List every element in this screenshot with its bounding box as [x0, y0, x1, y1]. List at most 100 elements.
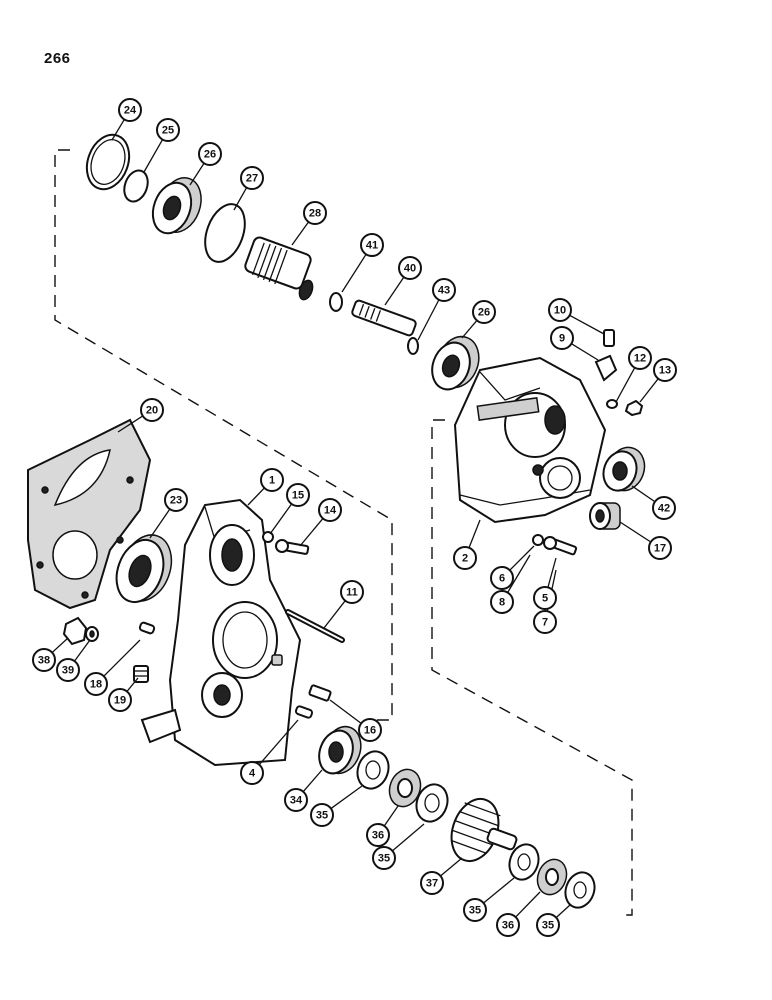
elbow-fitting-9 [594, 354, 618, 382]
callout-number: 7 [542, 617, 548, 629]
callout-36: 36 [496, 913, 520, 937]
callout-number: 25 [162, 125, 174, 137]
thrust-washer-35-c [508, 843, 540, 881]
leader-line-8 [507, 554, 531, 593]
leader-line-40 [384, 276, 405, 306]
housing-1 [140, 498, 302, 767]
callout-40: 40 [398, 256, 422, 280]
callout-circle [56, 658, 80, 682]
leader-line-41 [341, 253, 367, 293]
callout-2: 2 [453, 546, 477, 570]
leader-line-5 [547, 557, 557, 588]
callout-number: 36 [502, 920, 514, 932]
callout-13: 13 [653, 358, 677, 382]
leader-line-26 [189, 162, 205, 186]
washer-6-8 [532, 534, 544, 546]
washer-12 [606, 399, 618, 409]
callout-number: 35 [542, 920, 554, 932]
leader-line-16 [329, 699, 362, 724]
callout-37: 37 [420, 871, 444, 895]
callout-25: 25 [156, 118, 180, 142]
callout-14: 14 [318, 498, 342, 522]
leader-line-34 [302, 769, 323, 793]
callout-circle [240, 166, 264, 190]
callout-number: 27 [246, 173, 258, 185]
callout-number: 42 [658, 503, 670, 515]
o-ring-41 [329, 292, 343, 312]
callout-number: 13 [659, 365, 671, 377]
callout-34: 34 [284, 788, 308, 812]
callout-number: 39 [62, 665, 74, 677]
leader-line-13 [639, 378, 659, 403]
leader-line-43 [417, 299, 440, 341]
leader-line-9 [571, 343, 599, 361]
callout-number: 6 [499, 573, 505, 585]
snap-ring-25 [123, 169, 149, 203]
leader-line-2 [468, 519, 481, 549]
callout-circle [628, 346, 652, 370]
callout-number: 28 [309, 208, 321, 220]
callout-number: 2 [462, 553, 468, 565]
bearing-34 [318, 725, 362, 775]
callout-circle [240, 761, 264, 785]
callout-circle [164, 488, 188, 512]
leader-line-1 [247, 487, 265, 506]
callout-circle [286, 483, 310, 507]
callout-circle [372, 846, 396, 870]
callout-circle [550, 326, 574, 350]
leader-line-36 [383, 805, 399, 827]
seal-23 [115, 534, 173, 603]
callout-number: 34 [290, 795, 303, 807]
leader-line-18 [103, 639, 141, 677]
callout-circle [490, 566, 514, 590]
shaft-40 [351, 299, 417, 337]
thrust-washer-35-a [356, 750, 390, 790]
callout-number: 41 [366, 240, 378, 252]
thrust-bearing-36-b [536, 858, 568, 896]
leader-line-17 [619, 521, 652, 543]
leader-line-19 [126, 677, 139, 692]
callout-circle [284, 788, 308, 812]
callout-circle [84, 672, 108, 696]
leader-line-39 [73, 639, 91, 662]
callout-16: 16 [358, 718, 382, 742]
housing-2 [453, 356, 607, 524]
callout-number: 40 [404, 263, 416, 275]
callout-number: 19 [114, 695, 126, 707]
stud-11 [285, 609, 345, 643]
callout-number: 35 [378, 853, 390, 865]
callout-41: 41 [360, 233, 384, 257]
callout-number: 1 [269, 475, 275, 487]
dashed-assembly-lines [54, 149, 633, 916]
callout-circle [140, 398, 164, 422]
callout-35: 35 [372, 846, 396, 870]
callout-number: 12 [634, 353, 646, 365]
callout-number: 20 [146, 405, 158, 417]
callout-circle [398, 256, 422, 280]
fitting-10 [603, 329, 615, 347]
callout-circle [648, 536, 672, 560]
leader-line-23 [149, 508, 171, 539]
thrust-washer-35-d [564, 871, 596, 909]
callout-26: 26 [472, 300, 496, 324]
leader-line-42 [631, 485, 656, 503]
bolt-14 [275, 539, 310, 555]
callout-number: 23 [170, 495, 182, 507]
gear-37 [450, 798, 518, 862]
ring-43 [407, 337, 419, 355]
page-number: 266 [44, 50, 71, 67]
callout-circle [360, 233, 384, 257]
snap-ring-27 [204, 203, 246, 263]
callout-15: 15 [286, 483, 310, 507]
bolt-5-7 [543, 536, 578, 556]
leader-line-14 [299, 518, 324, 547]
callout-9: 9 [550, 326, 574, 350]
callout-12: 12 [628, 346, 652, 370]
callout-circle [303, 201, 327, 225]
callout-circle [366, 823, 390, 847]
callout-42: 42 [652, 496, 676, 520]
leader-line-38 [51, 637, 69, 654]
leader-line-35 [391, 823, 425, 852]
leader-line-15 [269, 503, 293, 535]
